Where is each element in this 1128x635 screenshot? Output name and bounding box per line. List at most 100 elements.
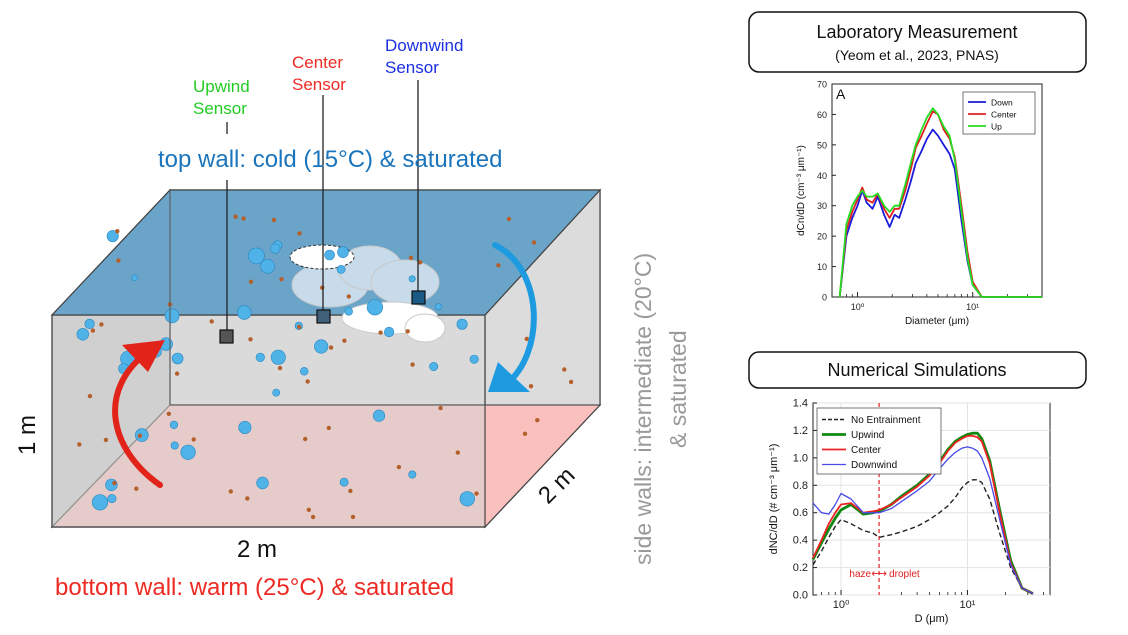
aerosol-particle <box>568 379 574 385</box>
droplet <box>384 326 395 338</box>
haze-label: haze <box>849 569 871 580</box>
aerosol-particle <box>396 464 402 470</box>
warm-arrow-head-icon <box>122 340 165 372</box>
droplet <box>76 328 90 341</box>
aerosol-particle <box>418 260 423 265</box>
upwind-sensor-label-1: Upwind <box>193 77 250 96</box>
aerosol-particle <box>241 216 246 221</box>
series-line-downwind <box>812 446 1034 595</box>
droplet <box>107 494 117 504</box>
legend-entry-label: Down <box>991 98 1013 108</box>
aerosol-particle <box>99 322 104 327</box>
side-walls-label-1: side walls: intermediate (20°C) <box>630 253 656 565</box>
y-tick-label: 0.6 <box>793 507 808 519</box>
sim-header-title: Numerical Simulations <box>827 360 1006 380</box>
droplet <box>435 303 442 311</box>
lab-panel-header: Laboratory Measurement (Yeom et al., 202… <box>748 11 1087 73</box>
droplet <box>171 352 184 365</box>
y-tick-label: 70 <box>817 80 827 90</box>
aerosol-particle <box>277 365 283 371</box>
y-tick-label: 30 <box>817 201 827 211</box>
y-tick-label: 40 <box>817 171 827 181</box>
droplet <box>170 441 179 450</box>
aerosol-particle <box>342 338 347 343</box>
y-tick-label: 1.0 <box>793 452 808 464</box>
aerosol-particle <box>405 329 410 334</box>
aerosol-particle <box>279 277 284 282</box>
x-tick-label: 10⁰ <box>833 599 850 611</box>
droplet <box>300 367 309 376</box>
droplet <box>91 494 109 511</box>
aerosol-particle <box>87 393 93 399</box>
droplet-label: droplet <box>889 569 920 580</box>
bottom-wall-label: bottom wall: warm (25°C) & saturated <box>55 574 454 601</box>
aerosol-particle <box>408 255 414 260</box>
upwind-sensor-label-2: Sensor <box>193 99 247 118</box>
aerosol-particle <box>174 371 180 376</box>
y-axis-label: dNC/dD (# cm⁻³ μm⁻¹) <box>768 444 780 555</box>
x-axis-label: Diameter (μm) <box>905 316 969 327</box>
downwind-sensor-box <box>411 290 426 305</box>
droplet <box>272 388 281 397</box>
droplet <box>237 305 252 320</box>
aerosol-particle <box>350 514 356 520</box>
height-dimension-label: 1 m <box>14 415 41 455</box>
aerosol-particle <box>248 279 254 284</box>
aerosol-particle <box>228 489 233 494</box>
droplet <box>169 420 179 430</box>
droplet <box>324 249 335 261</box>
y-tick-label: 0.4 <box>793 535 808 547</box>
aerosol-particle <box>531 240 537 245</box>
downwind-sensor-label-2: Sensor <box>385 58 439 77</box>
x-tick-label: 10⁰ <box>851 302 865 312</box>
side-walls-label-2: & saturated <box>665 330 691 448</box>
chamber-diagram <box>50 80 602 529</box>
downwind-sensor-label-1: Downwind <box>385 36 463 55</box>
series-line-no-entrainment <box>812 479 1034 595</box>
legend-entry-label: Center <box>851 445 882 456</box>
panel-label: A <box>836 86 846 102</box>
aerosol-particle <box>245 496 250 501</box>
y-tick-label: 1.2 <box>793 425 808 437</box>
droplet <box>344 307 353 316</box>
aerosol-particle <box>562 367 567 372</box>
aerosol-particle <box>103 437 109 443</box>
legend-entry-label: Up <box>991 122 1002 132</box>
aerosol-particle <box>455 450 460 455</box>
aerosol-particle <box>506 216 512 222</box>
aerosol-particle <box>474 491 479 496</box>
droplet <box>339 477 349 487</box>
droplet <box>106 230 119 243</box>
droplet <box>180 444 196 460</box>
aerosol-particle <box>328 345 334 350</box>
droplet <box>337 246 349 258</box>
center-sensor-box <box>316 309 331 324</box>
aerosol-particle <box>233 214 238 219</box>
top-wall-label: top wall: cold (15°C) & saturated <box>158 146 502 173</box>
aerosol-particle <box>524 336 529 342</box>
aerosol-particle <box>77 442 82 447</box>
aerosol-particle <box>305 379 310 384</box>
droplet <box>366 299 384 316</box>
haze-droplet-arrow: ⟷ <box>871 567 887 580</box>
center-sensor-label-2: Sensor <box>292 75 346 94</box>
aerosol-particle <box>535 418 540 423</box>
aerosol-particle <box>410 362 415 367</box>
aerosol-particle <box>297 324 302 330</box>
droplet <box>255 352 265 363</box>
droplet <box>408 275 416 283</box>
width-dimension-label: 2 m <box>237 536 277 563</box>
droplet <box>164 308 180 324</box>
aerosol-particle <box>310 514 316 520</box>
y-tick-label: 0.8 <box>793 480 808 492</box>
legend-entry-label: Center <box>991 110 1017 120</box>
droplet <box>238 420 252 434</box>
aerosol-particle <box>320 285 325 290</box>
lab-header-subtitle: (Yeom et al., 2023, PNAS) <box>835 47 999 63</box>
upwind-sensor-box <box>219 329 234 344</box>
aerosol-particle <box>438 405 443 411</box>
aerosol-particle <box>166 411 171 416</box>
y-tick-label: 10 <box>817 262 827 272</box>
aerosol-particle <box>116 258 121 263</box>
